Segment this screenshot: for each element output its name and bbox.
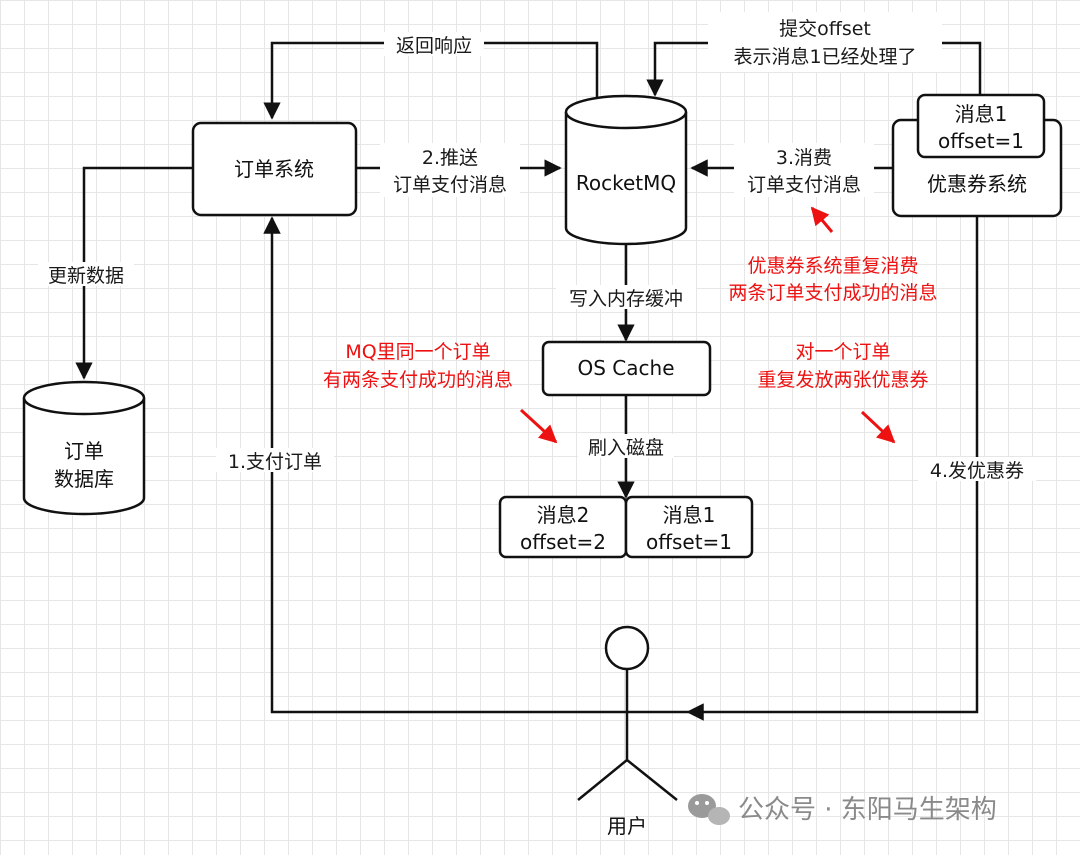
coupon-message-offset: offset=1: [938, 129, 1024, 153]
disk-message-2: 消息2 offset=2: [498, 495, 628, 559]
return-response-label: 返回响应: [396, 35, 472, 57]
dup-consume-arrow: [810, 206, 834, 233]
pay-order-label: 1.支付订单: [228, 451, 322, 473]
os-cache-label: OS Cache: [578, 356, 675, 380]
user-body: [565, 669, 688, 801]
disk-message-1: 消息1 offset=1: [624, 495, 754, 559]
os-cache-node: OS Cache: [541, 340, 712, 397]
push-label-2: 订单支付消息: [393, 174, 507, 196]
coupon-system-label: 优惠券系统: [927, 172, 1027, 196]
mq-dup-arrow: [519, 408, 558, 444]
disk-message-1-label: 消息1: [663, 503, 716, 527]
rocketmq-label: RocketMQ: [576, 171, 676, 195]
edge-pay-order: [263, 216, 565, 714]
coupon-message-label: 消息1: [955, 102, 1008, 126]
commit-offset-label-1: 提交offset: [779, 18, 871, 40]
consume-label-2: 订单支付消息: [747, 174, 861, 196]
consume-label-1: 3.消费: [776, 147, 832, 169]
edge-issue-coupon: [686, 216, 979, 721]
disk-message-2-label: 消息2: [537, 503, 590, 527]
mq-dup-note-1: MQ里同一个订单: [345, 341, 490, 363]
user-head: [604, 625, 650, 671]
order-database-label-2: 数据库: [54, 467, 114, 491]
order-database-label-1: 订单: [64, 439, 104, 463]
dup-coupon-note-2: 重复发放两张优惠券: [757, 369, 928, 391]
watermark: 公众号 · 东阳马生架构: [688, 794, 997, 825]
user-label: 用户: [607, 814, 647, 838]
update-data-label: 更新数据: [48, 265, 124, 287]
dup-coupon-note-1: 对一个订单: [795, 341, 890, 363]
write-cache-label: 写入内存缓冲: [569, 288, 683, 310]
edge-update-data: [75, 166, 193, 380]
rocketmq-node: RocketMQ: [564, 94, 688, 246]
user-actor: 用户: [565, 625, 688, 838]
order-system-label: 订单系统: [234, 157, 314, 181]
push-label-1: 2.推送: [422, 147, 478, 169]
dup-consume-note-2: 两条订单支付成功的消息: [728, 282, 937, 304]
disk-message-2-offset: offset=2: [520, 530, 606, 554]
order-system-node: 订单系统: [191, 121, 358, 217]
issue-coupon-label: 4.发优惠券: [930, 460, 1024, 482]
coupon-system-node: 消息1 offset=1 优惠券系统: [891, 93, 1063, 218]
dup-consume-note-1: 优惠券系统重复消费: [747, 255, 918, 277]
wechat-icon: [688, 794, 730, 825]
commit-offset-label-2: 表示消息1已经处理了: [733, 46, 916, 68]
order-database-node: 订单 数据库: [22, 380, 146, 516]
mq-dup-note-2: 有两条支付成功的消息: [323, 369, 513, 391]
flush-disk-label: 刷入磁盘: [588, 437, 664, 459]
disk-message-1-offset: offset=1: [646, 530, 732, 554]
watermark-text: 公众号 · 东阳马生架构: [738, 795, 997, 825]
dup-coupon-arrow: [860, 410, 896, 444]
